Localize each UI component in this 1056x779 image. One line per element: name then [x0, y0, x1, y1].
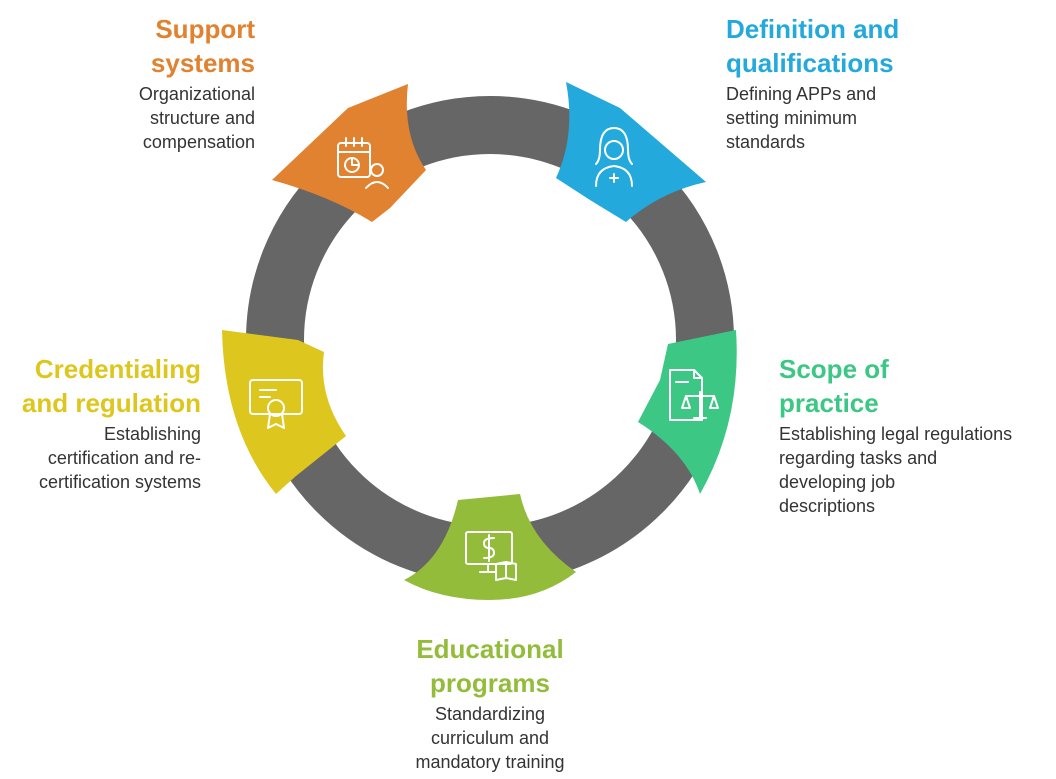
- support-description: Organizational structure and compensatio…: [138, 84, 255, 152]
- segment-credential: [222, 330, 346, 494]
- education-title: Educational programs: [416, 634, 564, 698]
- monitor-dollar-book-icon: [465, 531, 517, 581]
- support-title: Support systems: [150, 14, 255, 78]
- segment-support: [272, 84, 426, 222]
- label-education: Educational programs Standardizing curri…: [340, 632, 640, 774]
- label-credential: Credentialing and regulation Establishin…: [0, 352, 201, 494]
- scope-title: Scope of practice: [779, 354, 889, 418]
- credential-title: Credentialing and regulation: [21, 354, 201, 418]
- segment-definition: [556, 82, 706, 222]
- calendar-chart-person-icon: [337, 137, 389, 189]
- document-scales-icon: [669, 369, 719, 421]
- definition-title: Definition and qualifications: [726, 14, 900, 78]
- definition-description: Defining APPs and setting minimum standa…: [726, 84, 877, 152]
- label-scope: Scope of practice Establishing legal reg…: [779, 352, 1049, 518]
- segment-scope: [638, 330, 737, 494]
- segment-scope-shape: [638, 330, 737, 494]
- credential-description: Establishing certification and re- certi…: [38, 424, 201, 492]
- scope-description: Establishing legal regulations regarding…: [779, 424, 1013, 516]
- certificate-icon: [249, 379, 303, 429]
- label-support: Support systems Organizational structure…: [0, 12, 255, 154]
- nurse-icon: [595, 127, 633, 187]
- segment-definition-shape: [556, 82, 706, 222]
- segment-education: [404, 494, 576, 600]
- education-description: Standardizing curriculum and mandatory t…: [415, 704, 565, 772]
- label-definition: Definition and qualifications Defining A…: [726, 12, 1026, 154]
